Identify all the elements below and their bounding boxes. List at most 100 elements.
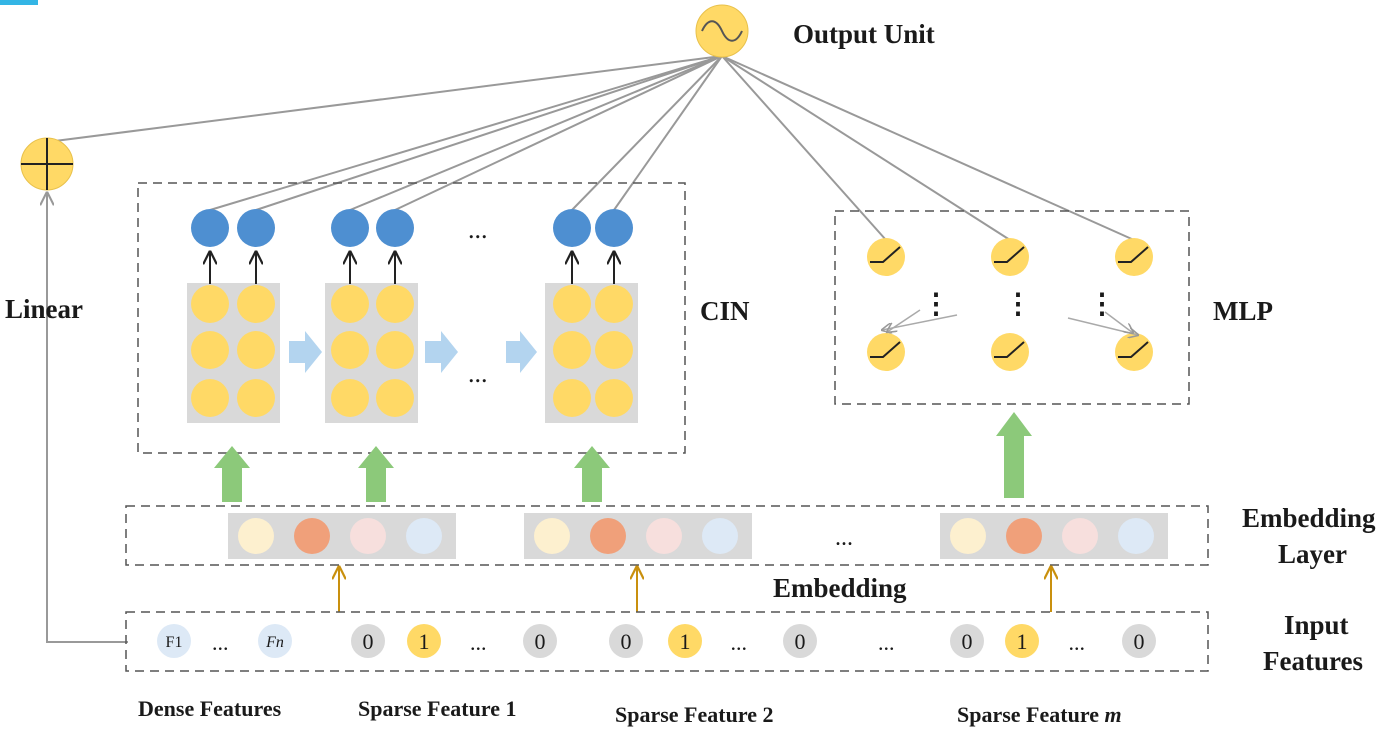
conn-mlp-3 <box>721 55 1135 241</box>
cin-dots-mid: ... <box>468 359 488 388</box>
embedding-group-3 <box>940 513 1168 559</box>
sparse-feature-1-label: Sparse Feature 1 <box>358 696 516 721</box>
mlp-node <box>867 238 905 276</box>
cin-yellow-node <box>376 379 414 417</box>
dense-features: F1 ... Fn <box>157 624 292 658</box>
mlp-vdots-2: ⋮ <box>1004 289 1032 320</box>
cin-feature-map-3 <box>545 209 638 423</box>
mlp-box <box>834 210 1190 405</box>
embedding-node <box>590 518 626 554</box>
embedding-label: Embedding <box>773 573 907 603</box>
embedding-groups <box>228 513 1168 559</box>
mlp-node <box>991 238 1029 276</box>
conn-cin-1a <box>209 55 723 211</box>
embedding-node <box>1118 518 1154 554</box>
input-features-box <box>125 611 1209 672</box>
cin-yellow-node <box>595 379 633 417</box>
sparse-feature-m-prefix: Sparse Feature <box>957 702 1099 727</box>
cin-blue-node <box>331 209 369 247</box>
mlp-arrow-right-a <box>1067 317 1138 335</box>
dense-node-last <box>258 624 292 658</box>
cin-feature-map-1 <box>187 209 280 423</box>
sparse-value-label: 1 <box>1017 629 1028 654</box>
relu-icon <box>870 246 901 263</box>
cin-yellow-node <box>553 331 591 369</box>
mlp-node-circle <box>867 333 905 371</box>
cin-yellow-node <box>331 331 369 369</box>
dense-dots: ... <box>212 630 229 655</box>
sparse-dots: ... <box>731 630 748 655</box>
embedding-layer-label-2: Layer <box>1278 539 1347 569</box>
sparse-value-label: 0 <box>962 629 973 654</box>
output-connections <box>46 55 1135 241</box>
cin-yellow-node <box>595 285 633 323</box>
mlp-node <box>867 333 905 371</box>
sparse-value-node <box>783 624 817 658</box>
embedding-node <box>294 518 330 554</box>
embedding-layer-box <box>125 505 1209 566</box>
cin-yellow-node <box>237 331 275 369</box>
cin-blue-node <box>191 209 229 247</box>
mlp-node-circle <box>1115 238 1153 276</box>
mlp-label: MLP <box>1213 296 1273 326</box>
mlp-node-circle <box>1115 333 1153 371</box>
green-arrow-cin-3 <box>574 446 610 502</box>
embedding-group-2 <box>524 513 752 559</box>
green-arrow-cin-2 <box>358 446 394 502</box>
mlp-node <box>1115 238 1153 276</box>
relu-icon <box>994 341 1025 358</box>
relu-icon <box>994 246 1025 263</box>
conn-cin-2b <box>394 55 723 211</box>
sigmoid-wave-icon <box>701 20 743 42</box>
mlp-arrow-right-b <box>1104 311 1133 333</box>
sparse-value-label: 0 <box>363 629 374 654</box>
embedding-node <box>702 518 738 554</box>
sparse-value-node <box>523 624 557 658</box>
embedding-dots: ... <box>835 525 853 551</box>
green-arrow-mlp <box>996 412 1032 498</box>
cin-yellow-node <box>553 379 591 417</box>
cin-blue-node <box>237 209 275 247</box>
cin-feature-map-2 <box>325 209 418 423</box>
mlp-node-circle <box>991 333 1029 371</box>
embedding-node <box>1006 518 1042 554</box>
mlp-node-circle <box>991 238 1029 276</box>
corner-accent <box>0 0 38 5</box>
output-unit-label: Output Unit <box>793 19 935 49</box>
embedding-node <box>534 518 570 554</box>
mlp-node <box>1115 333 1153 371</box>
cin-yellow-node <box>376 285 414 323</box>
cin-yellow-node <box>191 331 229 369</box>
embedding-node <box>406 518 442 554</box>
sparse-value-node <box>668 624 702 658</box>
relu-icon <box>1118 246 1149 263</box>
cin-blue-node <box>376 209 414 247</box>
conn-mlp-2 <box>721 55 1011 241</box>
cin-yellow-node <box>376 331 414 369</box>
mlp-node-circle <box>867 238 905 276</box>
mlp-grey-arrows <box>882 309 1138 335</box>
sparse-value-node <box>609 624 643 658</box>
sparse-feature-m-label: Sparse Feature m <box>957 702 1122 727</box>
sparse-value-label: 0 <box>795 629 806 654</box>
embedding-layer-label-1: Embedding <box>1242 503 1376 533</box>
cin-flow-arrow-3 <box>506 331 537 373</box>
cin-blue-node <box>595 209 633 247</box>
sparse-value-label: 0 <box>1134 629 1145 654</box>
conn-linear <box>46 55 723 143</box>
embedding-node <box>1062 518 1098 554</box>
mlp-nodes <box>867 238 1153 371</box>
green-arrow-cin-1 <box>214 446 250 502</box>
embedding-node <box>646 518 682 554</box>
dense-first-label: F1 <box>166 634 183 651</box>
dense-features-label: Dense Features <box>138 696 282 721</box>
sparse-value-label: 0 <box>535 629 546 654</box>
linear-plus-node <box>20 137 74 191</box>
dense-node-first <box>157 624 191 658</box>
mlp-node <box>991 333 1029 371</box>
embedding-group-1 <box>228 513 456 559</box>
